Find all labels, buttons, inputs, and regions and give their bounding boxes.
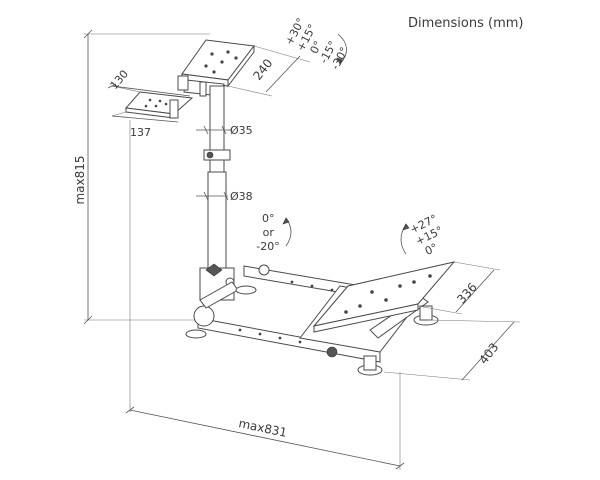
height-dimension: max815 bbox=[73, 29, 210, 325]
small-mount-plate bbox=[125, 91, 194, 119]
lower-tube-diameter-label: Ø38 bbox=[230, 190, 253, 203]
pedal-plate-width-label: 336 bbox=[454, 280, 480, 306]
pedal-plate bbox=[312, 261, 456, 333]
mount-width-label: 240 bbox=[250, 56, 275, 83]
max-length-label: max831 bbox=[237, 416, 288, 440]
svg-text:+27° +15° 0°: +27° +15° 0° bbox=[408, 211, 454, 260]
column-tilt-angle-indicator: 0° or -20° bbox=[256, 212, 292, 253]
svg-text:0° or -20°: 0° or -20° bbox=[256, 212, 279, 253]
column-tilt-0: 0° bbox=[262, 212, 275, 225]
upper-tube-diameter-dimension: Ø35 bbox=[196, 124, 253, 137]
diagram-title: Dimensions (mm) bbox=[408, 16, 523, 31]
svg-text:+30° +15° 0°: +30° +15° 0° -15° -30° bbox=[283, 13, 356, 72]
max-height-label: max815 bbox=[73, 155, 87, 204]
column-tilt-or: or bbox=[263, 226, 275, 239]
lower-tube-diameter-dimension: Ø38 bbox=[196, 190, 253, 203]
wheel-mount-plate bbox=[177, 39, 255, 97]
lower-column-tube bbox=[207, 171, 227, 273]
small-plate-depth-dimension: 137 bbox=[111, 111, 179, 139]
upper-column-tube bbox=[203, 85, 231, 173]
base-width-dimension: 403 bbox=[383, 319, 521, 381]
pedal-angle-indicator: +27° +15° 0° bbox=[400, 211, 454, 260]
wheel-mount-angle-indicator: +30° +15° 0° -15° -30° bbox=[283, 13, 356, 72]
small-plate-depth-label: 137 bbox=[130, 126, 151, 139]
pedal-angle-0: 0° bbox=[423, 241, 440, 258]
upper-tube-diameter-label: Ø35 bbox=[230, 124, 253, 137]
column-tilt-minus20: -20° bbox=[256, 240, 279, 253]
base-width-label: 403 bbox=[476, 340, 501, 367]
